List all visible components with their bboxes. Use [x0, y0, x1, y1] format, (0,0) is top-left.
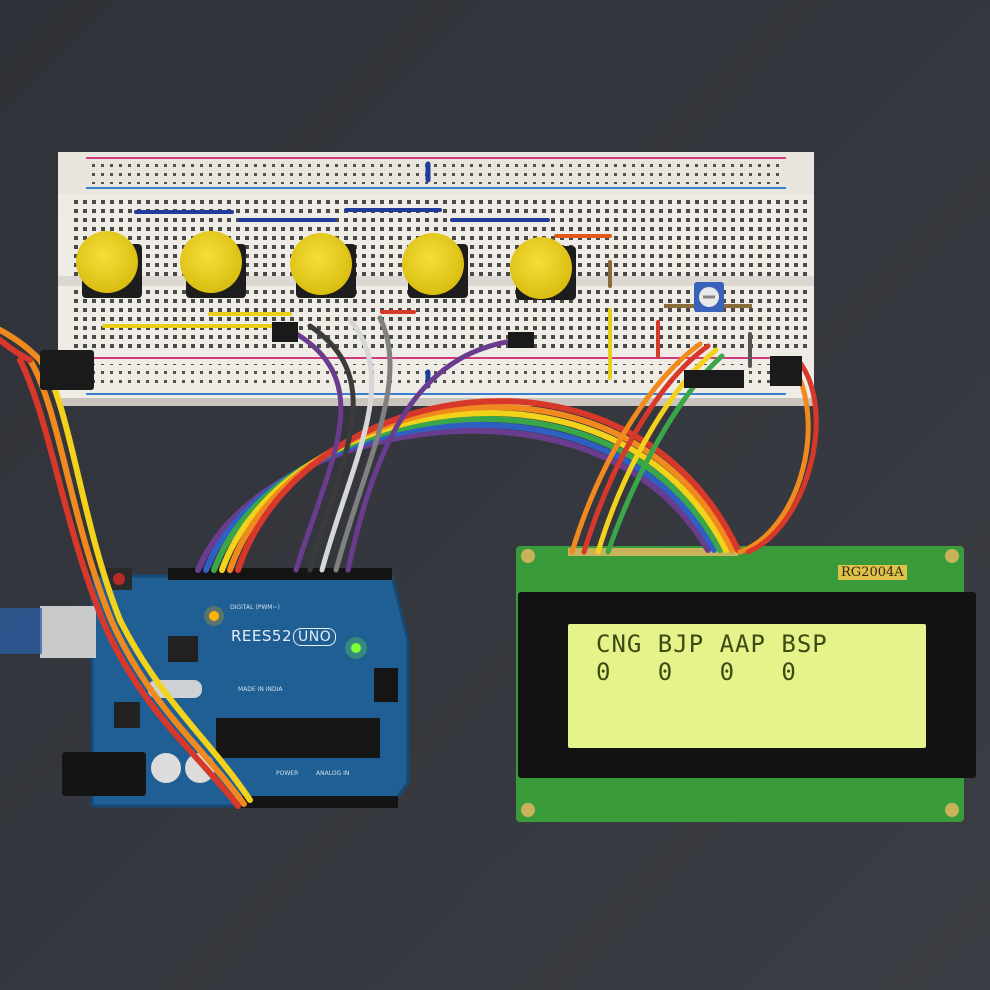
lcd-model-label: RG2004A	[838, 565, 907, 580]
push-button-5	[510, 237, 576, 300]
wires	[0, 315, 819, 809]
lcd-line-2: 0 0 0 0	[596, 658, 797, 686]
push-button-2	[180, 231, 246, 298]
arduino-model: UNO	[293, 628, 337, 646]
lcd-module	[516, 546, 976, 822]
potentiometer-icon	[664, 282, 752, 312]
arduino-analog-label: ANALOG IN	[316, 770, 350, 777]
breadboard-jumpers	[102, 161, 752, 389]
push-button-1	[76, 231, 142, 298]
lcd-line-1: CNG BJP AAP BSP	[596, 630, 828, 658]
arduino-made-in-label: MADE IN INDIA	[238, 686, 283, 693]
arduino-power-label: POWER	[276, 770, 299, 777]
push-buttons	[76, 231, 576, 300]
lcd-display-text: CNG BJP AAP BSP 0 0 0 0	[568, 626, 928, 748]
arduino-brand: REES52	[231, 627, 292, 645]
push-button-4	[402, 233, 468, 298]
arduino-digital-label: DIGITAL (PWM~)	[230, 604, 280, 611]
wire-connectors	[40, 322, 802, 390]
push-button-3	[290, 233, 356, 298]
lcd-screen	[568, 624, 926, 748]
